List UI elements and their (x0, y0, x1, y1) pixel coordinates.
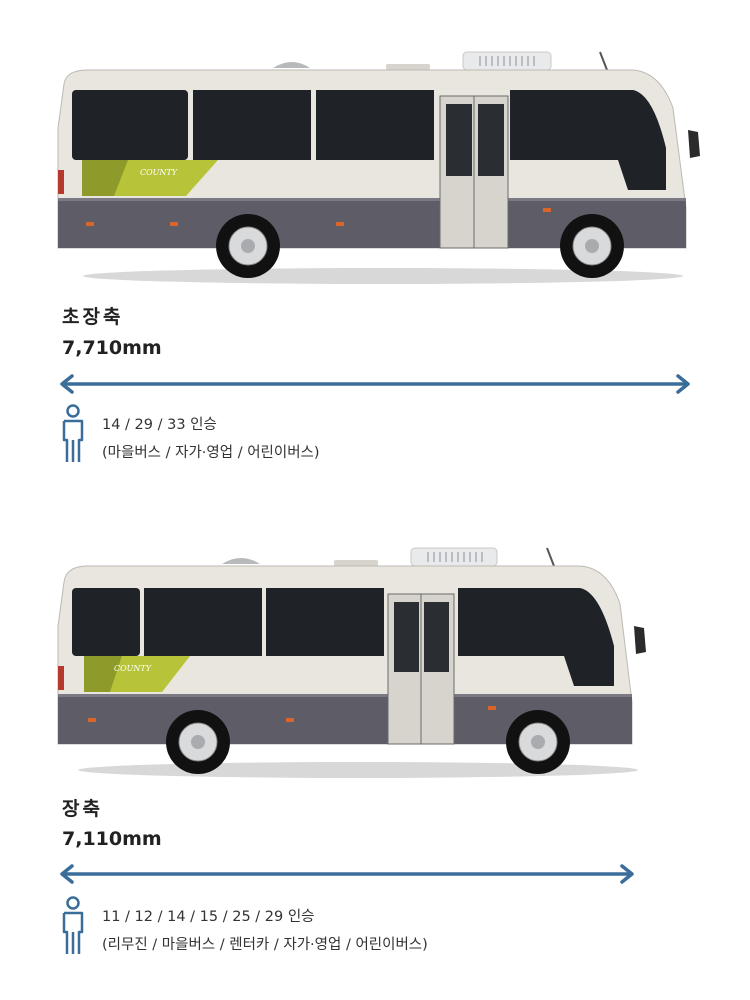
person-icon (62, 404, 84, 462)
seat-capacity: 14 / 29 / 33 인승 (102, 417, 217, 433)
variant-length: 7,710mm (62, 337, 162, 359)
usage-types: (리무진 / 마을버스 / 렌터카 / 자가·영업 / 어린이버스) (102, 937, 428, 953)
bus-image-extra-long: COUNTY (57, 51, 700, 284)
variant-name: 장축 (62, 798, 103, 820)
seat-capacity: 11 / 12 / 14 / 15 / 25 / 29 인승 (102, 909, 315, 925)
bus-image-long: COUNTY (57, 547, 646, 778)
bus-badge: COUNTY (140, 168, 178, 177)
person-icon (62, 896, 84, 954)
variant-name: 초장축 (62, 306, 124, 328)
length-arrow (60, 864, 634, 884)
bus-badge: COUNTY (114, 664, 152, 673)
length-arrow (60, 374, 690, 394)
variant-long: COUNTY 장축 7,110mm 11 / 12 / 14 / 15 / 25… (0, 490, 750, 990)
variant-length: 7,110mm (62, 828, 162, 850)
variant-extra-long: COUNTY 초장축 7,710mm 14 / 29 / 33 인승 (마을버스… (0, 0, 750, 480)
usage-types: (마을버스 / 자가·영업 / 어린이버스) (102, 445, 320, 461)
